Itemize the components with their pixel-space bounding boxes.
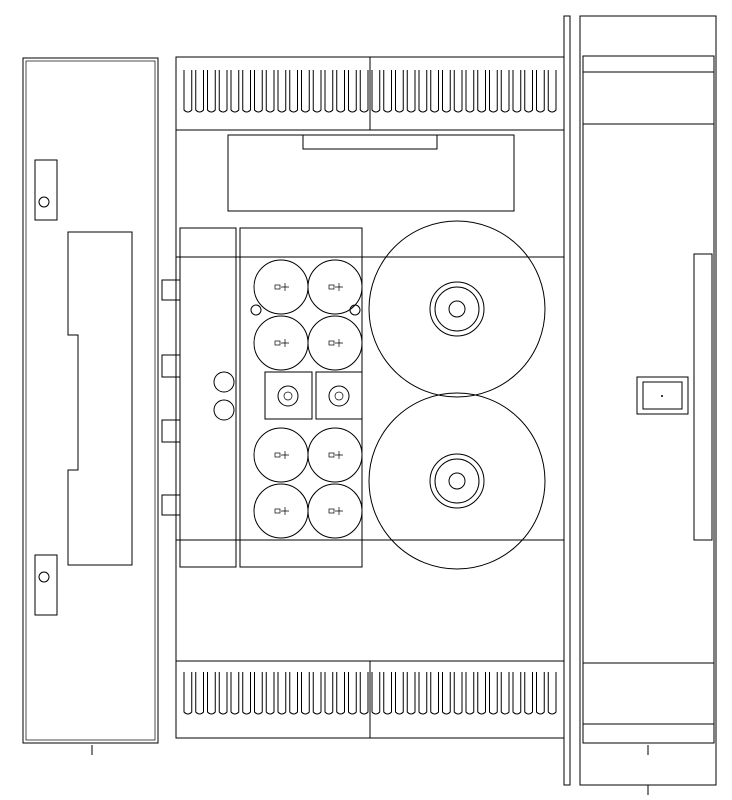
heatsink-fin: [500, 70, 510, 113]
heatsink-fin: [336, 672, 345, 715]
heatsink-fin: [183, 70, 193, 113]
left-side-panel: [22, 57, 159, 755]
toroidal-transformer: [368, 392, 546, 570]
heatsink-fin: [477, 70, 486, 113]
heatsink-fin: [254, 70, 263, 113]
heatsink-fin: [277, 672, 287, 715]
heatsink-fin: [254, 672, 263, 715]
heatsink-fin: [465, 70, 475, 113]
heatsink-fin: [265, 672, 275, 715]
filter-capacitor: [253, 483, 309, 539]
heatsink-fin: [512, 672, 522, 715]
heatsink-fin: [289, 70, 298, 113]
right-side-panel: [579, 15, 717, 795]
heatsink-fin: [277, 70, 287, 113]
heatsink-fin: [371, 70, 381, 113]
heatsink-fin: [207, 70, 216, 113]
front-panel-edge: [563, 15, 571, 786]
heatsink-fin: [430, 672, 439, 715]
heatsink-fin: [418, 672, 428, 715]
heatsink-fin: [489, 672, 498, 715]
heatsink-fin: [395, 70, 404, 113]
heatsink-fin: [301, 672, 310, 715]
heatsink-fin: [218, 70, 228, 113]
bridge-rectifier: [315, 371, 363, 420]
main-chassis: [161, 56, 565, 739]
toroidal-transformer: [368, 220, 546, 398]
filter-capacitor: [253, 259, 309, 315]
heatsink-fin: [195, 70, 204, 113]
left-connector-board-bottom: [34, 554, 58, 616]
filter-capacitor: [307, 315, 363, 371]
display-window: [227, 134, 515, 212]
heatsink-fin: [183, 672, 193, 715]
heatsink-fin: [500, 672, 510, 715]
filter-capacitor: [307, 483, 363, 539]
heatsink-fin: [218, 672, 228, 715]
heatsink-fin: [418, 70, 428, 113]
heatsink-fin: [453, 672, 463, 715]
heatsink-fin: [289, 672, 298, 715]
heatsink-fin: [536, 70, 545, 113]
heatsink-fin: [547, 70, 557, 113]
heatsink-fin: [395, 672, 404, 715]
heatsink-fins-bottom: [183, 672, 557, 715]
heatsink-fin: [336, 70, 345, 113]
heatsink-fin: [265, 70, 275, 113]
heatsink-fin: [465, 672, 475, 715]
heatsink-fin: [242, 70, 251, 113]
heatsink-fin: [524, 672, 533, 715]
left-connector-board-top: [34, 159, 58, 221]
bridge-rectifier: [264, 371, 313, 420]
filter-capacitor: [307, 427, 363, 483]
heatsink-fin: [536, 672, 545, 715]
heatsink-fin: [383, 70, 392, 113]
mounting-hole: [349, 304, 361, 316]
heatsink-fin: [453, 70, 463, 113]
heatsink-fins-top: [183, 70, 557, 113]
filter-capacitor: [307, 259, 363, 315]
heatsink-fin: [430, 70, 439, 113]
heatsink-fin: [524, 70, 533, 113]
heatsink-fin: [406, 672, 416, 715]
heatsink-fin: [348, 70, 357, 113]
heatsink-fin: [324, 70, 334, 113]
amplifier-pcb: [179, 227, 237, 568]
heatsink-fin: [383, 672, 392, 715]
heatsink-fin: [230, 70, 240, 113]
heatsink-fin: [348, 672, 357, 715]
heatsink-fin: [359, 70, 369, 113]
heatsink-fin: [489, 70, 498, 113]
heatsink-fin: [442, 70, 451, 113]
capacitor-board: [239, 227, 363, 568]
heatsink-fin: [442, 672, 451, 715]
heatsink-fin: [359, 672, 369, 715]
filter-capacitor: [253, 427, 309, 483]
heatsink-fin: [242, 672, 251, 715]
heatsink-fin: [230, 672, 240, 715]
heatsink-fin: [324, 672, 334, 715]
power-switch[interactable]: [636, 376, 689, 415]
heatsink-fin: [301, 70, 310, 113]
left-pcb: [67, 231, 133, 566]
heatsink-fin: [207, 672, 216, 715]
heatsink-fin: [477, 672, 486, 715]
heatsink-fin: [406, 70, 416, 113]
filter-capacitor: [253, 315, 309, 371]
heatsink-fin: [195, 672, 204, 715]
heatsink-fin: [312, 70, 322, 113]
heatsink-fin: [312, 672, 322, 715]
heatsink-fin: [371, 672, 381, 715]
heatsink-fin: [547, 672, 557, 715]
heatsink-fin: [512, 70, 522, 113]
mounting-hole: [250, 304, 262, 316]
